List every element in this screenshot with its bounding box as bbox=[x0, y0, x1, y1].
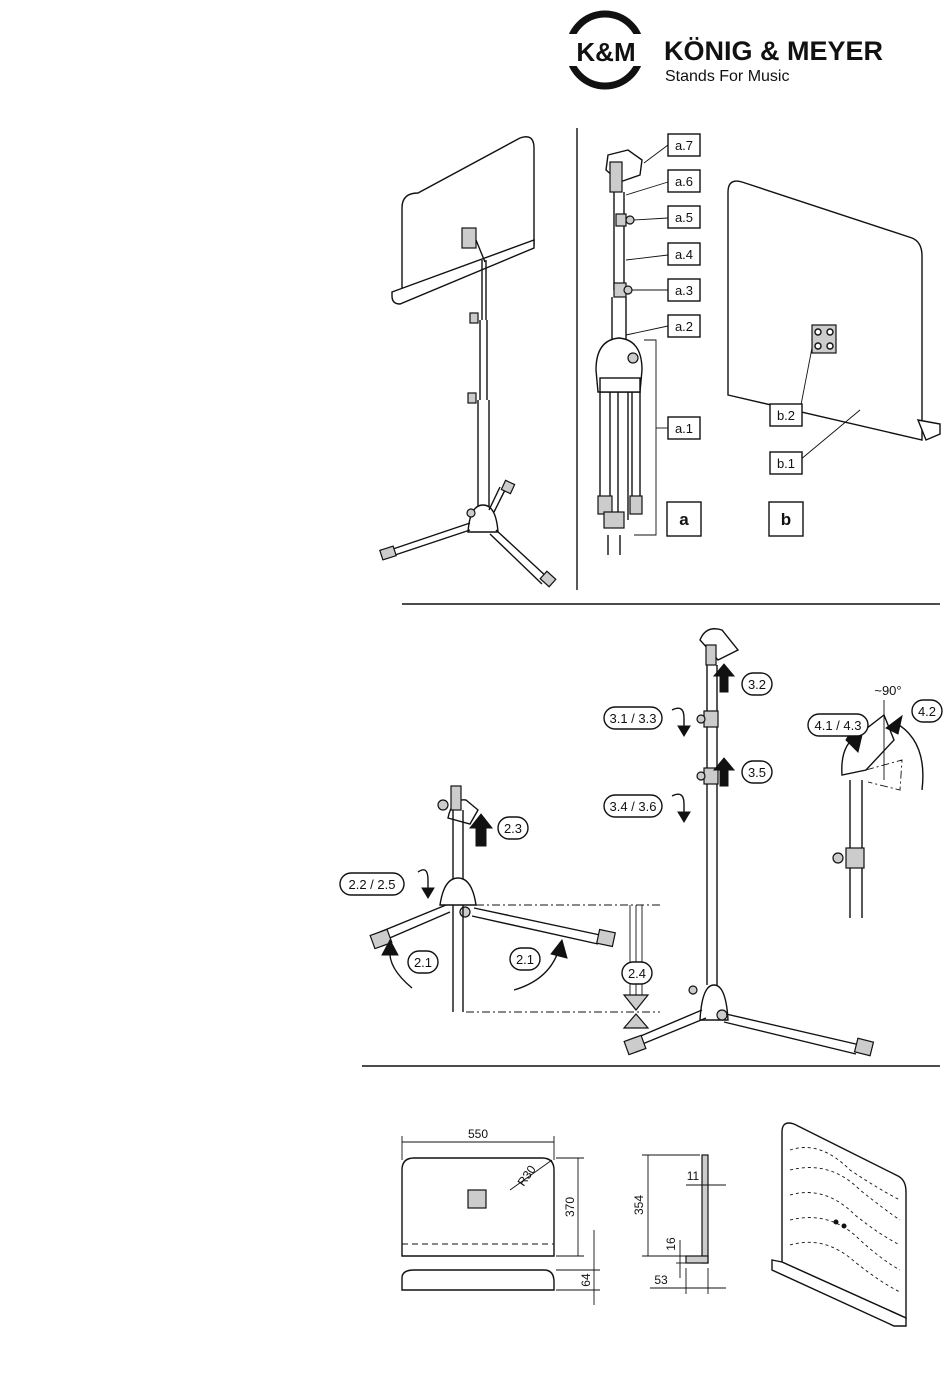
label-a2: a.2 bbox=[675, 319, 693, 334]
desk-side-dimensions: 354 11 16 53 bbox=[632, 1169, 700, 1287]
logo-mark: K&M bbox=[576, 37, 635, 67]
label-b2: b.2 bbox=[777, 408, 795, 423]
step-3-4-3-6: 3.4 / 3.6 bbox=[610, 799, 657, 814]
step-4-1-4-3: 4.1 / 4.3 bbox=[815, 718, 862, 733]
step-2-4: 2.4 bbox=[628, 966, 646, 981]
step-3-1-3-3: 3.1 / 3.3 bbox=[610, 711, 657, 726]
box-a-letter: a bbox=[679, 510, 689, 529]
stand-parts-illustration bbox=[596, 145, 668, 555]
dim-height: 370 bbox=[563, 1197, 577, 1217]
step-3-2: 3.2 bbox=[748, 677, 766, 692]
step-callouts-2: 2.3 2.2 / 2.5 2.1 2.1 2.4 bbox=[340, 817, 652, 984]
part-labels-a: a.7 a.6 a.5 a.4 a.3 a.2 a.1 bbox=[668, 134, 700, 439]
dim-depth: 53 bbox=[654, 1273, 668, 1287]
step-callouts-3: 3.2 3.1 / 3.3 3.5 3.4 / 3.6 bbox=[604, 673, 772, 817]
step-2-2-2-5: 2.2 / 2.5 bbox=[349, 877, 396, 892]
label-b1: b.1 bbox=[777, 456, 795, 471]
brand-logo: K&M KÖNIG & MEYER Stands For Music bbox=[565, 14, 883, 86]
label-a4: a.4 bbox=[675, 247, 693, 262]
step-2-1-left: 2.1 bbox=[414, 955, 432, 970]
dim-shelf: 64 bbox=[579, 1273, 593, 1287]
dim-thickness: 11 bbox=[687, 1169, 700, 1183]
label-a7: a.7 bbox=[675, 138, 693, 153]
angle-label: ~90° bbox=[874, 683, 901, 698]
dim-width: 550 bbox=[468, 1127, 488, 1141]
dim-lip: 16 bbox=[664, 1237, 678, 1251]
desk-front-dimension-drawing bbox=[402, 1136, 600, 1305]
box-a: a bbox=[667, 502, 701, 536]
desk-illustration bbox=[728, 181, 940, 460]
step-2-1-right: 2.1 bbox=[516, 952, 534, 967]
box-b-letter: b bbox=[781, 510, 791, 529]
box-b: b bbox=[769, 502, 803, 536]
label-a5: a.5 bbox=[675, 210, 693, 225]
section3-arrows bbox=[672, 664, 734, 822]
desk-perspective-illustration bbox=[772, 1123, 906, 1326]
dim-side-height: 354 bbox=[632, 1195, 646, 1215]
label-a6: a.6 bbox=[675, 174, 693, 189]
label-a3: a.3 bbox=[675, 283, 693, 298]
assembled-stand-illustration bbox=[380, 137, 556, 587]
part-labels-b: b.2 b.1 bbox=[770, 404, 802, 474]
label-a1: a.1 bbox=[675, 421, 693, 436]
step-2-3: 2.3 bbox=[504, 821, 522, 836]
brand-name: KÖNIG & MEYER bbox=[664, 36, 883, 66]
brand-tagline: Stands For Music bbox=[665, 68, 789, 85]
step-4-2: 4.2 bbox=[918, 704, 936, 719]
step-3-5: 3.5 bbox=[748, 765, 766, 780]
